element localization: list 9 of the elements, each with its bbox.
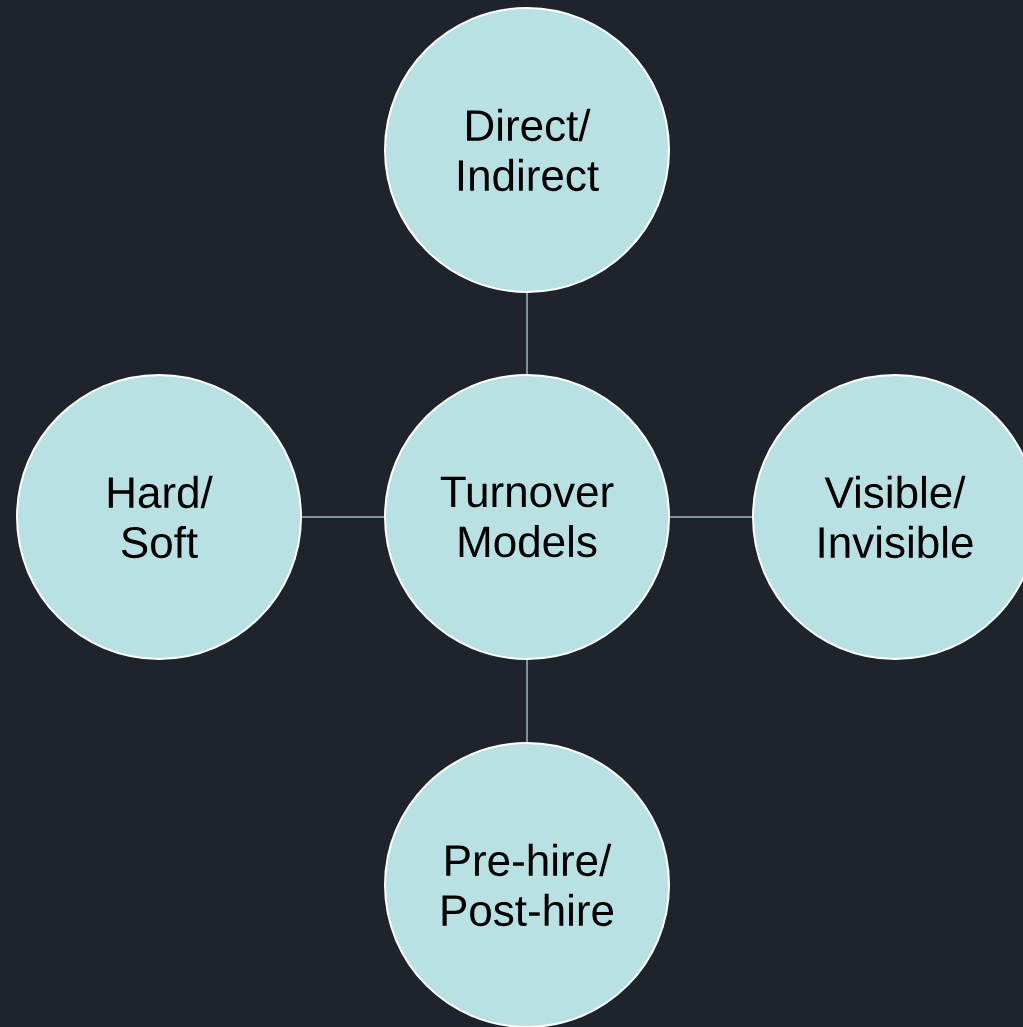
connector-line [301, 516, 385, 518]
connector-line [669, 516, 753, 518]
circle-node: Turnover Models [384, 374, 670, 660]
connector-line [526, 292, 528, 375]
circle-node: Hard/ Soft [16, 374, 302, 660]
circle-node: Visible/ Invisible [752, 374, 1023, 660]
circle-node: Direct/ Indirect [384, 7, 670, 293]
connector-line [526, 659, 528, 743]
circle-node: Pre-hire/ Post-hire [384, 742, 670, 1027]
